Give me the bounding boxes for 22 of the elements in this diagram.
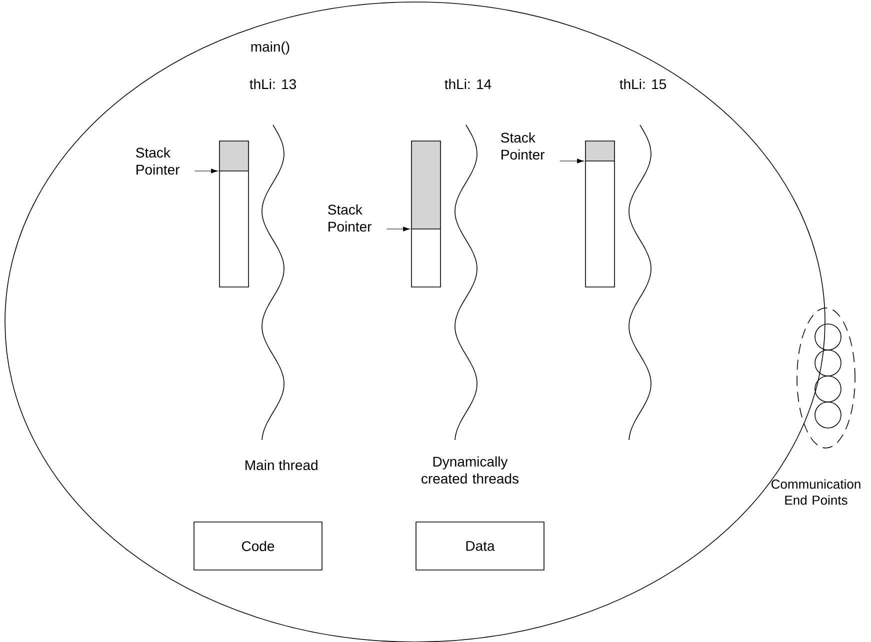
thread-id-label: thLi: 14 <box>444 78 492 90</box>
thread-id-label: thLi: 15 <box>620 78 666 90</box>
pointer-label: Stack Pointer <box>136 147 180 175</box>
arrow <box>194 168 218 174</box>
endpoint-circle <box>814 376 842 402</box>
pointer-label: Stack Pointer <box>328 204 372 232</box>
endpoint-circle <box>814 350 842 376</box>
segment-box: Data <box>416 522 544 570</box>
segment-box: Code <box>194 522 322 570</box>
thread-label: Main thread <box>246 460 318 470</box>
endpoint-circle <box>814 324 842 350</box>
arrow <box>386 226 410 232</box>
stack-bar <box>411 140 441 288</box>
arrow <box>560 158 584 164</box>
stack-bar <box>585 140 615 288</box>
stack-bar <box>219 140 249 288</box>
node-label: Communication End Points <box>772 479 860 505</box>
thread-label: Dynamically created threads <box>422 456 518 484</box>
thread-id-label: thLi: 13 <box>250 78 296 90</box>
endpoint-circle <box>814 402 842 428</box>
pointer-label: Stack Pointer <box>501 132 545 160</box>
function-label: main() <box>251 41 290 55</box>
